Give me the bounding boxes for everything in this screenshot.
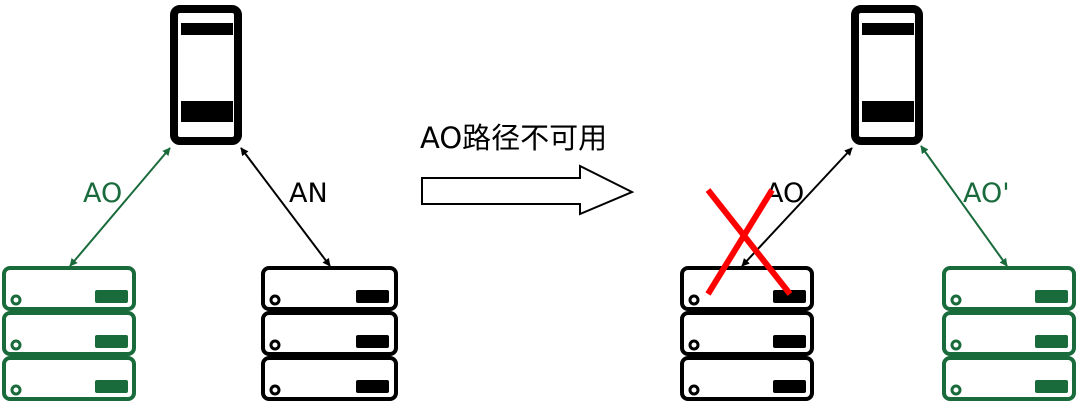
transition-label: AO路径不可用: [420, 121, 607, 155]
label-an-left: AN: [289, 178, 328, 209]
label-ao-left: AO: [83, 178, 122, 209]
disk-enclosure-icon: [942, 266, 1076, 401]
red-x-icon: [705, 188, 793, 296]
disk-enclosure-icon: [261, 266, 398, 401]
an-link-left: [240, 147, 331, 267]
server-tower-icon: [851, 5, 923, 145]
ao-link-left: [69, 147, 171, 267]
disk-enclosure-icon: [2, 266, 136, 401]
block-arrow-right-icon: [421, 164, 635, 216]
ao-prime-link-right: [920, 145, 1008, 267]
server-tower-icon: [170, 5, 242, 145]
ao-link-right-failed: [741, 147, 853, 267]
disk-enclosure-icon: [680, 266, 814, 401]
label-ao-prime-right: AO': [963, 178, 1010, 209]
